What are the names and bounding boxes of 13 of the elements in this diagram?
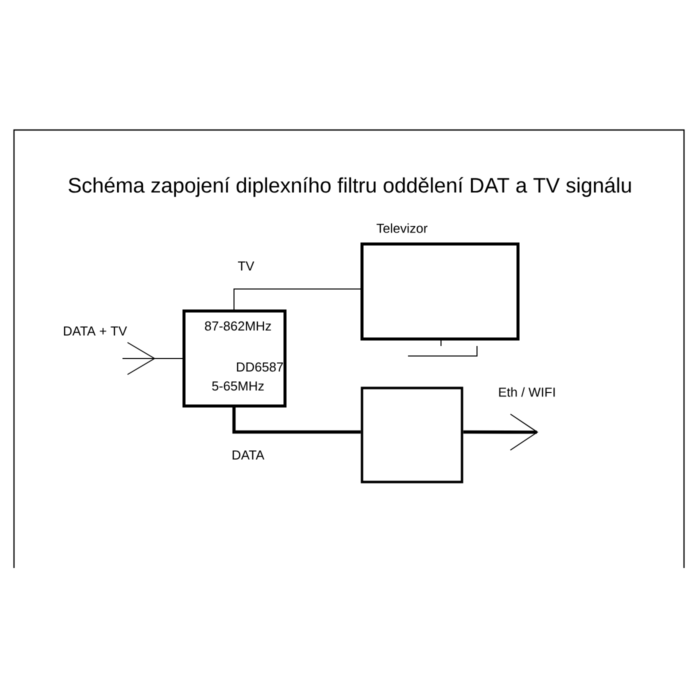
connector <box>234 288 361 310</box>
edge-label: DATA <box>230 448 266 462</box>
label-text: Eth / WIFI <box>499 387 555 397</box>
label-text: DATA + TV <box>64 326 127 336</box>
block-box: 87-862MHz DD6587 5-65MHz <box>182 310 286 408</box>
connector <box>463 414 538 451</box>
connector <box>122 342 183 375</box>
node-label: Televizor <box>376 223 428 233</box>
edge-label: TV <box>236 260 256 272</box>
connector <box>232 408 361 434</box>
television-box: Televizor <box>360 223 520 340</box>
title: Schéma zapojení diplexního filtru oddělení DAT a TV signálu <box>68 177 631 197</box>
block-box <box>360 386 464 484</box>
